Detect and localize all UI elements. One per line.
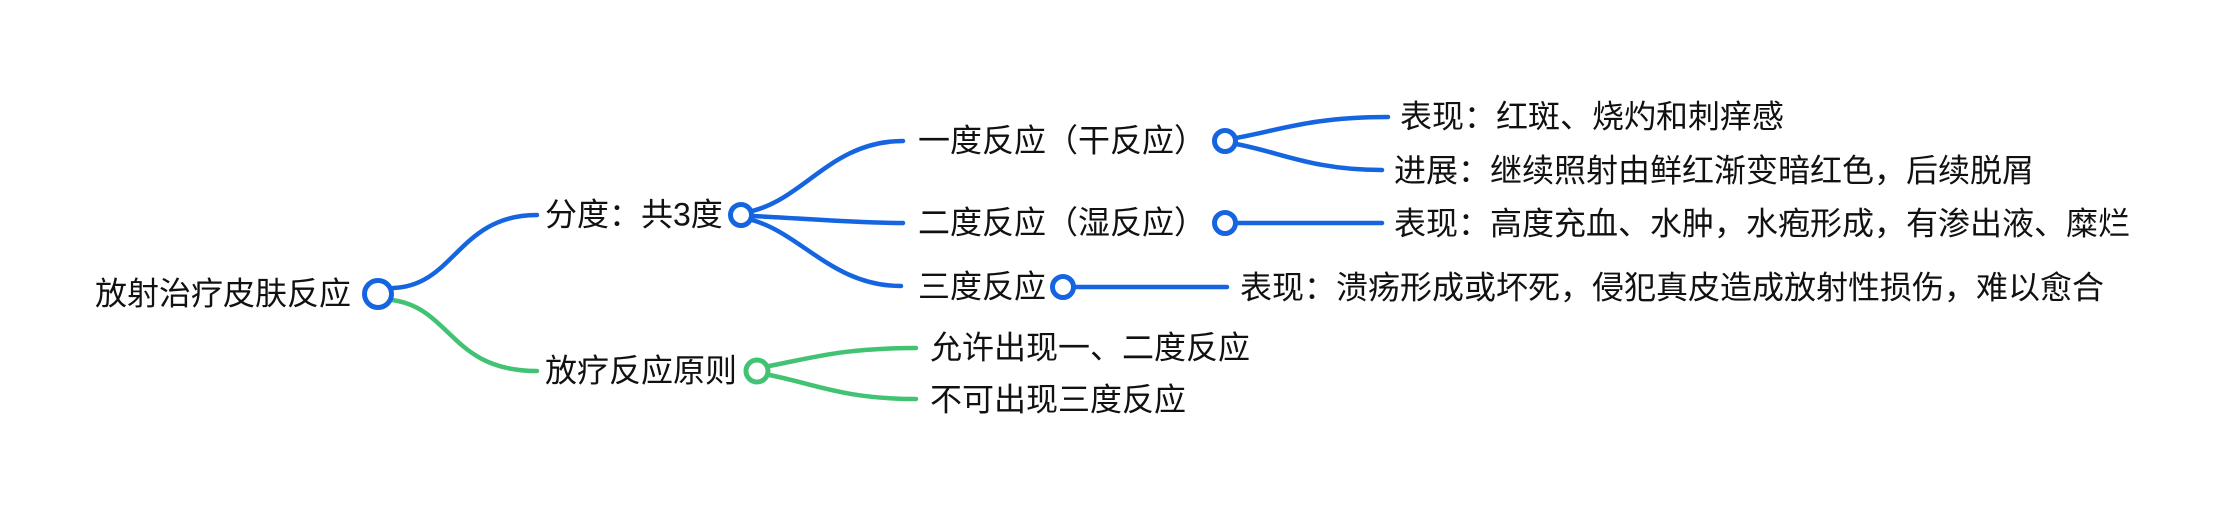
branch-node-principles[interactable]: 放疗反应原则 [545, 352, 738, 389]
leaf-degree3-manifestation[interactable]: 表现：溃疡形成或坏死，侵犯真皮造成放射性损伤，难以愈合 [1240, 269, 2105, 306]
degree3-collapse-handle[interactable] [1050, 274, 1076, 300]
edge-root-to-grading [390, 212, 540, 291]
degree2-collapse-handle[interactable] [1212, 210, 1238, 236]
leaf-principles-allowed[interactable]: 允许出现一、二度反应 [930, 329, 1251, 366]
edge-grading-to-degree1 [749, 138, 906, 214]
edge-root-to-principles [389, 297, 540, 374]
node-degree1[interactable]: 一度反应（干反应） [918, 122, 1207, 159]
edge-grading-to-degree3 [749, 217, 904, 289]
edge-grading-to-degree2 [749, 213, 906, 226]
grading-collapse-handle[interactable] [728, 202, 754, 228]
edge-degree1-to-progression [1233, 141, 1385, 173]
root-collapse-handle[interactable] [362, 278, 394, 310]
node-degree2[interactable]: 二度反应（湿反应） [918, 204, 1207, 241]
node-degree3[interactable]: 三度反应 [918, 268, 1047, 305]
leaf-degree2-manifestation[interactable]: 表现：高度充血、水肿，水疱形成，有渗出液、糜烂 [1394, 205, 2131, 242]
leaf-principles-forbidden[interactable]: 不可出现三度反应 [930, 381, 1187, 418]
branch-node-grading[interactable]: 分度：共3度 [545, 196, 723, 233]
principles-collapse-handle[interactable] [743, 357, 771, 385]
leaf-degree1-manifestation[interactable]: 表现：红斑、烧灼和刺痒感 [1400, 98, 1785, 135]
leaf-degree1-progression[interactable]: 进展：继续照射由鲜红渐变暗红色，后续脱屑 [1394, 152, 2035, 189]
edge-principles-to-forbidden [766, 372, 919, 402]
edge-degree1-to-manifestation [1233, 114, 1391, 141]
root-node[interactable]: 放射治疗皮肤反应 [95, 275, 352, 312]
degree1-collapse-handle[interactable] [1212, 128, 1238, 154]
edge-principles-to-allowed [766, 345, 919, 369]
